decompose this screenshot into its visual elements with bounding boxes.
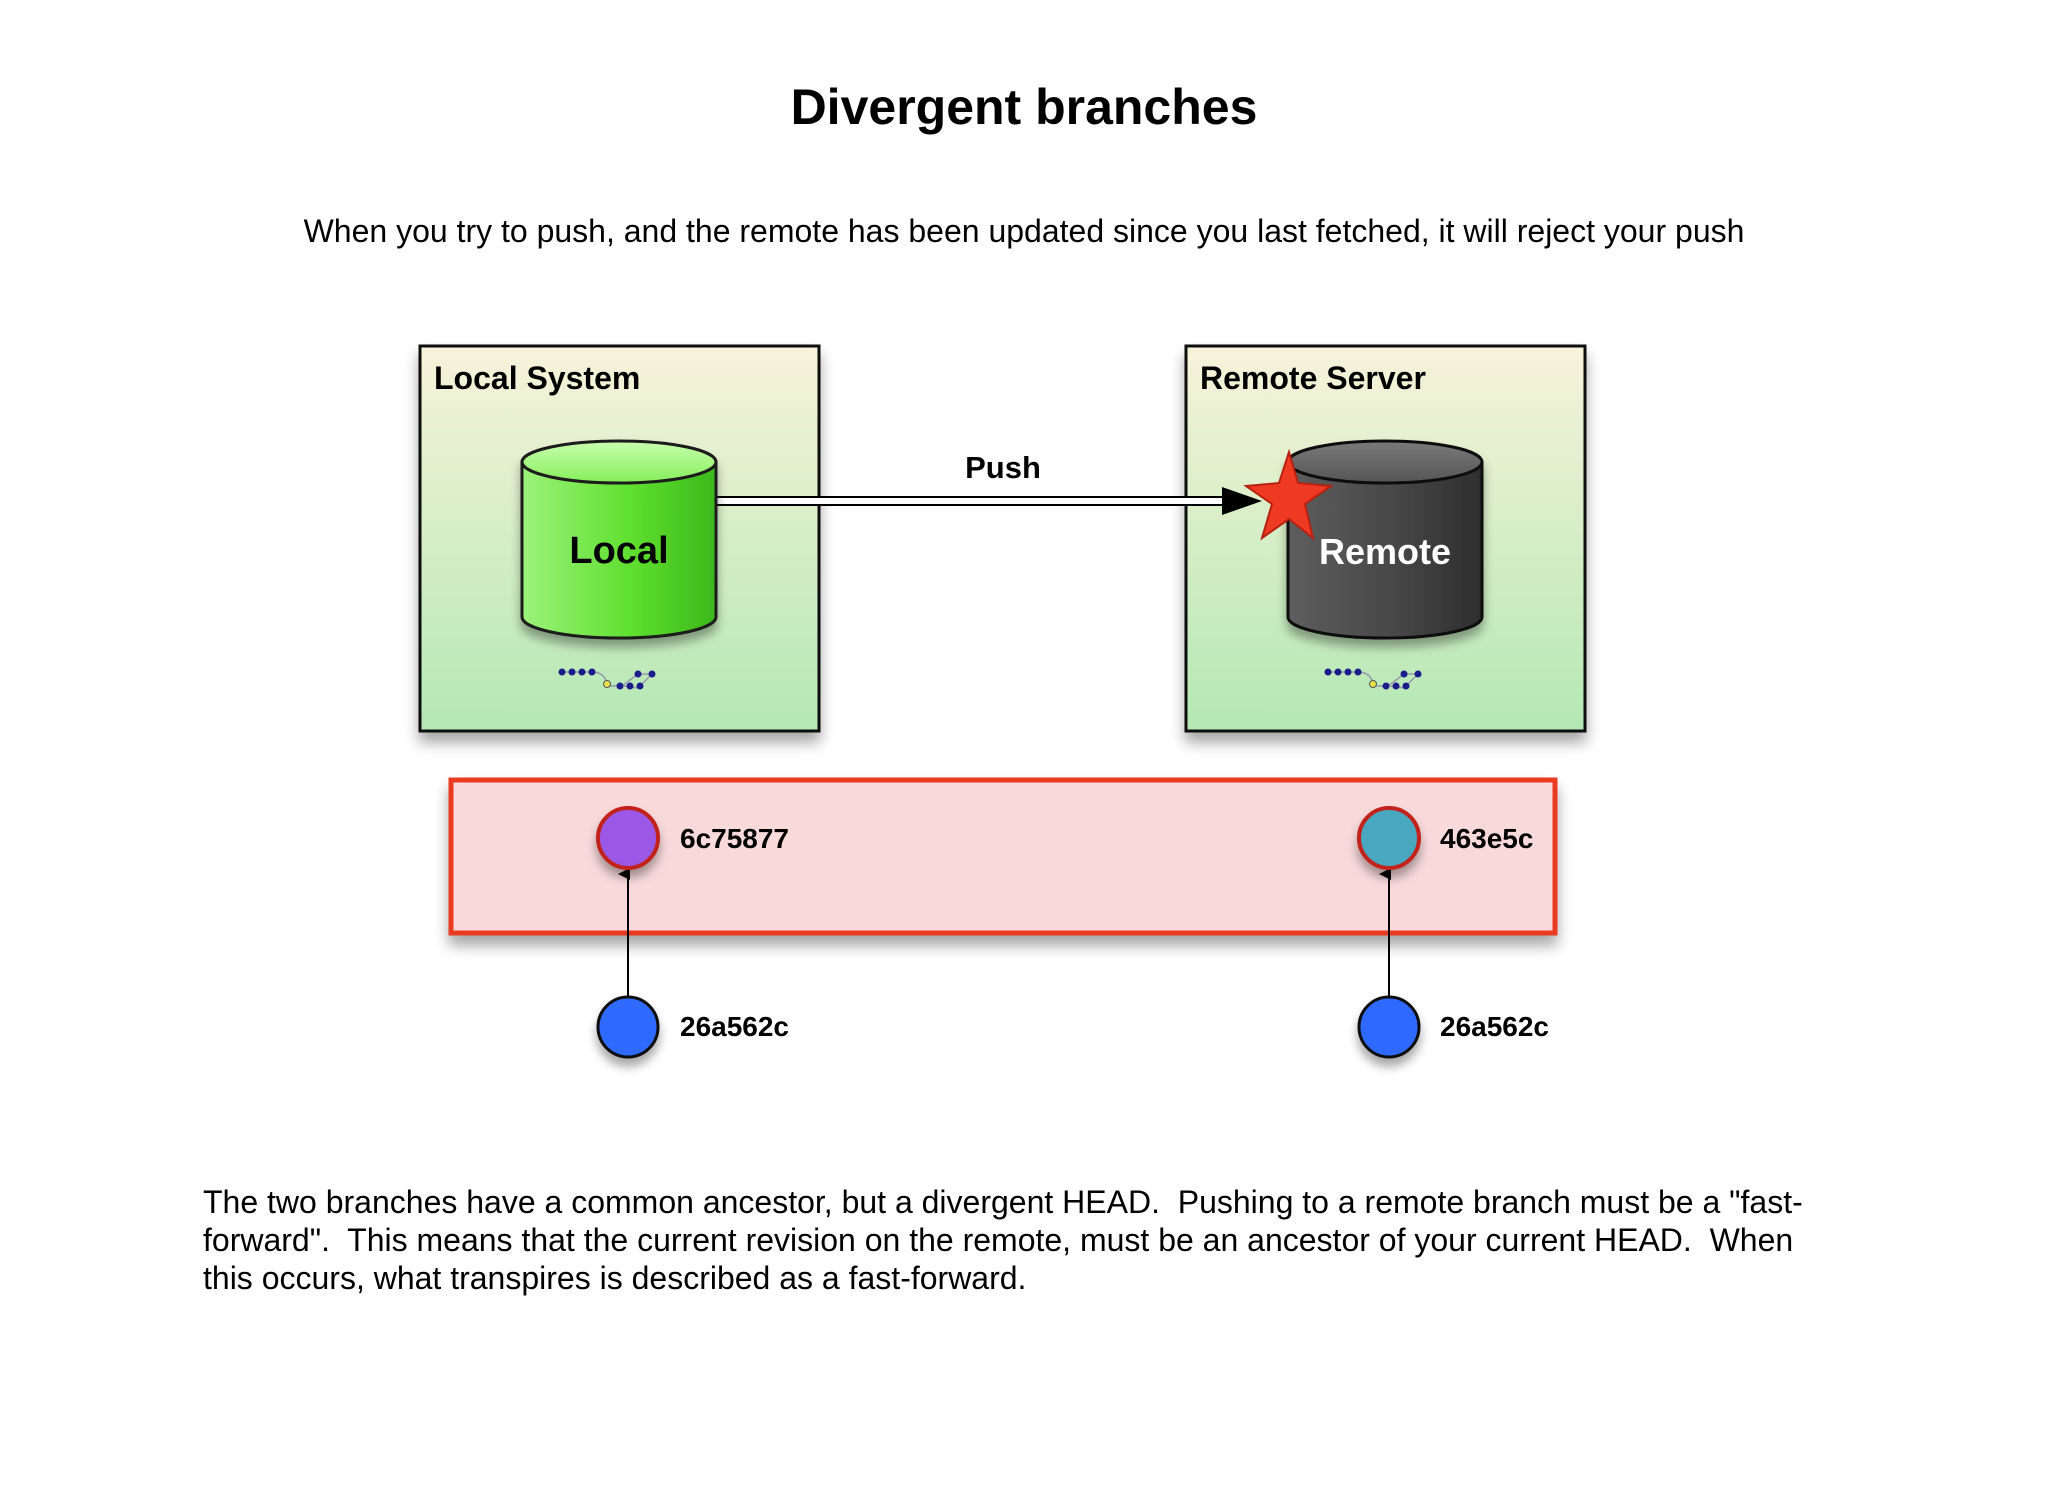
- local-repo-label: Local: [569, 530, 668, 572]
- local-commit-graph-icon: [558, 668, 656, 690]
- local-base-hash: 26a562c: [680, 1011, 789, 1042]
- remote-server-label: Remote Server: [1200, 360, 1426, 396]
- remote-head-hash: 463e5c: [1440, 823, 1533, 854]
- description-paragraph: The two branches have a common ancestor,…: [203, 1184, 1803, 1296]
- remote-repo-label: Remote: [1319, 531, 1451, 572]
- remote-commit-graph-icon: [1324, 668, 1422, 690]
- local-system-box: Local System: [418, 344, 821, 733]
- remote-head-commit-node: [1357, 806, 1421, 870]
- rejection-star-icon: [1243, 448, 1334, 541]
- local-system-label: Local System: [434, 360, 640, 396]
- push-label: Push: [965, 450, 1041, 485]
- local-head-hash: 6c75877: [680, 823, 789, 854]
- page-title: Divergent branches: [790, 79, 1258, 135]
- page-subtitle: When you try to push, and the remote has…: [303, 213, 1745, 249]
- local-base-commit-node: [596, 995, 660, 1059]
- push-arrow: Push: [716, 450, 1262, 515]
- local-head-commit-node: [596, 806, 660, 870]
- remote-base-commit-node: [1357, 995, 1421, 1059]
- remote-repo-cylinder: [1286, 439, 1484, 640]
- remote-base-hash: 26a562c: [1440, 1011, 1549, 1042]
- local-repo-cylinder: [520, 439, 718, 640]
